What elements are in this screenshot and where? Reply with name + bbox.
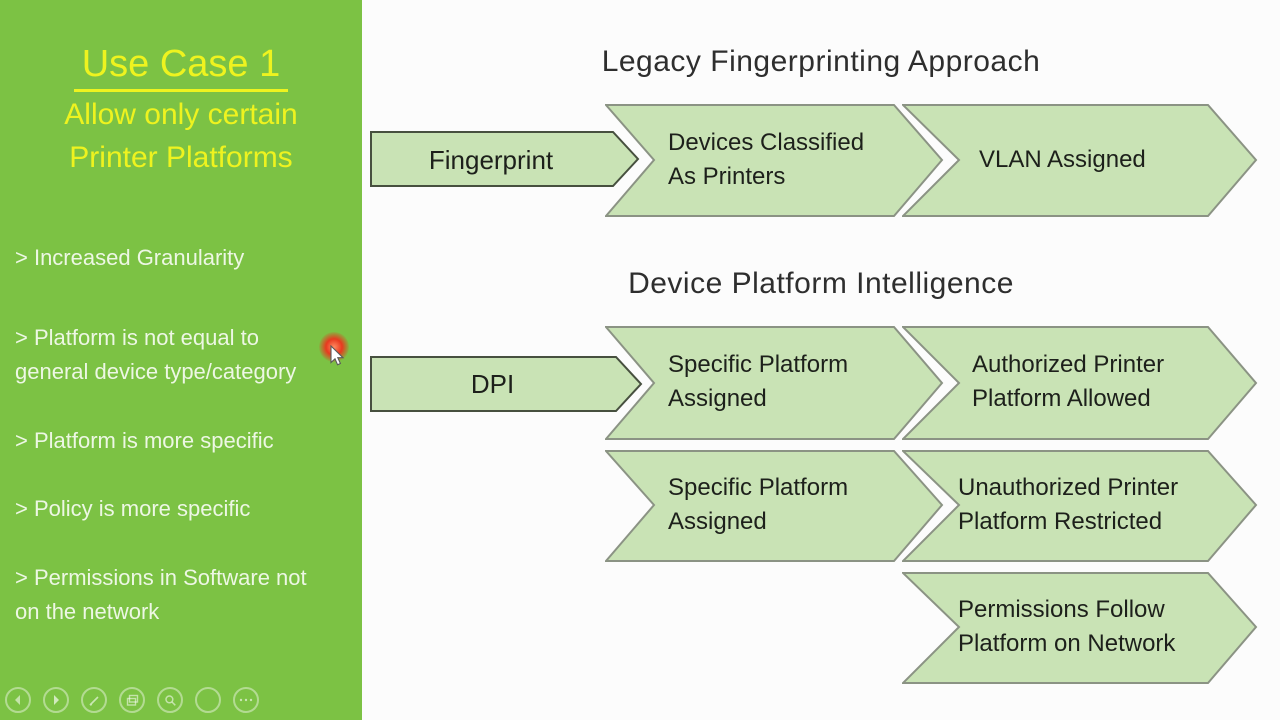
bullet-platform-not-equal-line2: general device type/category <box>15 359 297 384</box>
bullet-permissions-software-line1: > Permissions in Software not <box>15 565 307 590</box>
permissions-follow-polygon <box>902 572 1258 684</box>
slide-sorter-button[interactable] <box>119 687 145 713</box>
vlan-assigned-shape <box>902 104 1258 217</box>
bullet-platform-more-specific: > Platform is more specific <box>15 428 274 453</box>
unauthorized-printer-label: Unauthorized Printer Platform Restricted <box>958 474 1179 535</box>
specific-platform-2-polygon <box>605 450 944 562</box>
specific-platform-1-label: Specific Platform Assigned <box>668 351 849 412</box>
dpi-shape <box>370 356 643 412</box>
dpi-shape-polygon <box>370 356 643 412</box>
devices-classified-shape <box>605 104 944 217</box>
legacy-section-title: Legacy Fingerprinting Approach <box>601 45 1041 78</box>
specific-platform-2-shape <box>605 450 944 562</box>
specific-platform-1-shape <box>605 326 944 440</box>
unauthorized-printer-shape <box>902 450 1258 562</box>
devices-classified-polygon <box>605 104 944 217</box>
authorized-printer-shape <box>902 326 1258 440</box>
magnifier-icon <box>164 694 176 706</box>
sidebar-subtitle-line2: Printer Platforms <box>69 141 293 174</box>
presenter-toolbar <box>5 687 259 713</box>
previous-slide-button[interactable] <box>5 687 31 713</box>
slides-icon <box>126 694 138 706</box>
previous-icon <box>15 695 20 705</box>
fingerprint-label: Fingerprint <box>428 145 554 175</box>
sidebar-title-wrap: Use Case 1 <box>0 42 362 92</box>
vlan-assigned-label: VLAN Assigned <box>979 146 1146 173</box>
mouse-cursor-icon <box>330 345 345 366</box>
bullet-platform-not-equal-line1: > Platform is not equal to <box>15 325 259 350</box>
ellipsis-icon <box>239 698 253 702</box>
pointer-blank-button[interactable] <box>195 687 221 713</box>
bullet-policy-more-specific: > Policy is more specific <box>15 496 251 521</box>
permissions-follow-shape <box>902 572 1258 684</box>
dpi-label: DPI <box>470 369 515 399</box>
specific-platform-1-polygon <box>605 326 944 440</box>
fingerprint-shape-polygon <box>370 131 640 187</box>
sidebar-subtitle-line1: Allow only certain <box>64 98 298 131</box>
pen-tool-button[interactable] <box>81 687 107 713</box>
sidebar-title: Use Case 1 <box>73 42 289 92</box>
bullet-increased-granularity: > Increased Granularity <box>15 245 245 270</box>
zoom-search-button[interactable] <box>157 687 183 713</box>
permissions-follow-label: Permissions Follow Platform on Network <box>958 596 1176 657</box>
dpi-section-title: Device Platform Intelligence <box>628 267 1014 300</box>
more-options-button[interactable] <box>233 687 259 713</box>
unauthorized-printer-polygon <box>902 450 1258 562</box>
devices-classified-label: Devices Classified As Printers <box>668 129 865 190</box>
pen-icon <box>88 695 99 706</box>
next-slide-button[interactable] <box>43 687 69 713</box>
vlan-assigned-polygon <box>902 104 1258 217</box>
bullet-permissions-software-line2: on the network <box>15 599 160 624</box>
authorized-printer-polygon <box>902 326 1258 440</box>
fingerprint-shape <box>370 131 640 187</box>
next-icon <box>54 695 59 705</box>
specific-platform-2-label: Specific Platform Assigned <box>668 474 849 535</box>
sidebar: Use Case 1 Allow only certain Printer Pl… <box>0 0 362 720</box>
authorized-printer-label: Authorized Printer Platform Allowed <box>972 351 1165 412</box>
